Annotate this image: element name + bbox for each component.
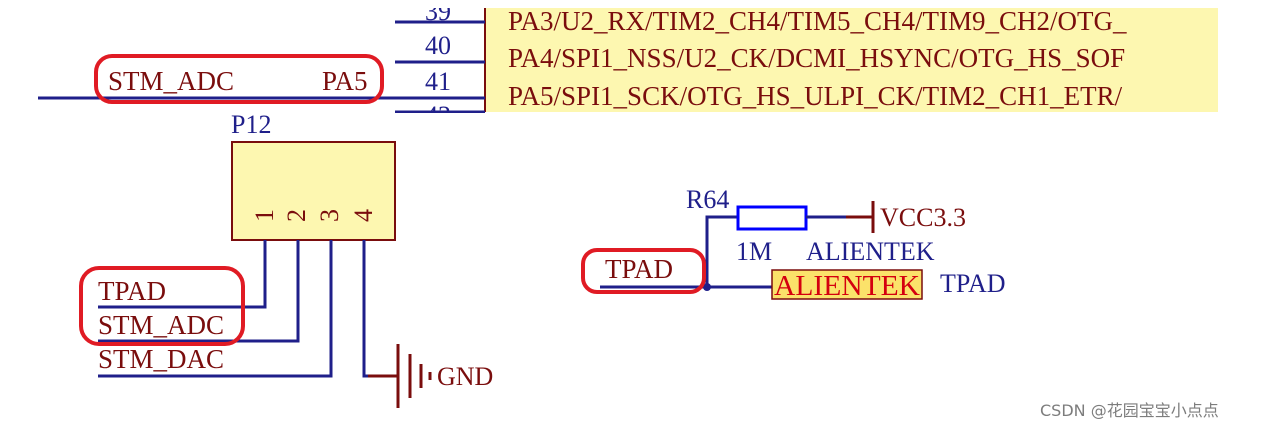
junction-dot	[703, 283, 711, 291]
pin-number-40: 40	[425, 31, 451, 60]
pin-name-39: PA3/U2_RX/TIM2_CH4/TIM5_CH4/TIM9_CH2/OTG…	[508, 6, 1127, 36]
connector-pin-3: 3	[315, 209, 344, 222]
connector-pin-2: 2	[282, 209, 311, 222]
connector-wire-3	[98, 240, 333, 378]
crop-mask-right	[1218, 0, 1264, 120]
connector-net-stm-adc: STM_ADC	[98, 310, 224, 340]
highlight-stm-adc-pa5	[94, 54, 384, 104]
net-box-text: ALIENTEK	[774, 270, 920, 302]
connector-wire-1	[98, 240, 267, 309]
ground-label: GND	[437, 362, 493, 391]
tpad-net-label: TPAD	[605, 254, 673, 284]
highlight-tpad-stm-adc	[79, 266, 245, 346]
pin-name-40: PA4/SPI1_NSS/U2_CK/DCMI_HSYNC/OTG_HS_SOF	[508, 43, 1125, 73]
tpad-net-name: TPAD	[940, 269, 1006, 298]
pin-number-41: 41	[425, 67, 451, 96]
connector-pin-1: 1	[250, 209, 279, 222]
crop-mask-pin42	[380, 113, 500, 127]
connector-designator: P12	[231, 110, 271, 139]
highlight-tpad	[581, 248, 706, 294]
mcu-port-label: PA5	[322, 66, 368, 96]
power-label: VCC3.3	[880, 203, 966, 232]
connector-pin-4: 4	[349, 209, 378, 222]
net-box	[771, 269, 923, 300]
resistor-comment: ALIENTEK	[806, 237, 935, 266]
connector-wire-2	[98, 240, 300, 343]
watermark-text: CSDN @花园宝宝小点点	[1040, 401, 1219, 420]
connector-net-tpad: TPAD	[98, 276, 166, 306]
mcu-net-label: STM_ADC	[108, 66, 234, 96]
crop-mask-top	[380, 0, 1264, 8]
resistor-body	[736, 205, 808, 231]
resistor-designator: R64	[686, 185, 729, 214]
connector-net-stm-dac: STM_DAC	[98, 344, 224, 374]
resistor-left-wire	[705, 215, 738, 287]
pin-name-41: PA5/SPI1_SCK/OTG_HS_ULPI_CK/TIM2_CH1_ETR…	[508, 81, 1123, 111]
mcu-body	[485, 0, 1218, 112]
connector-body	[231, 141, 396, 241]
resistor-value: 1M	[736, 237, 772, 266]
